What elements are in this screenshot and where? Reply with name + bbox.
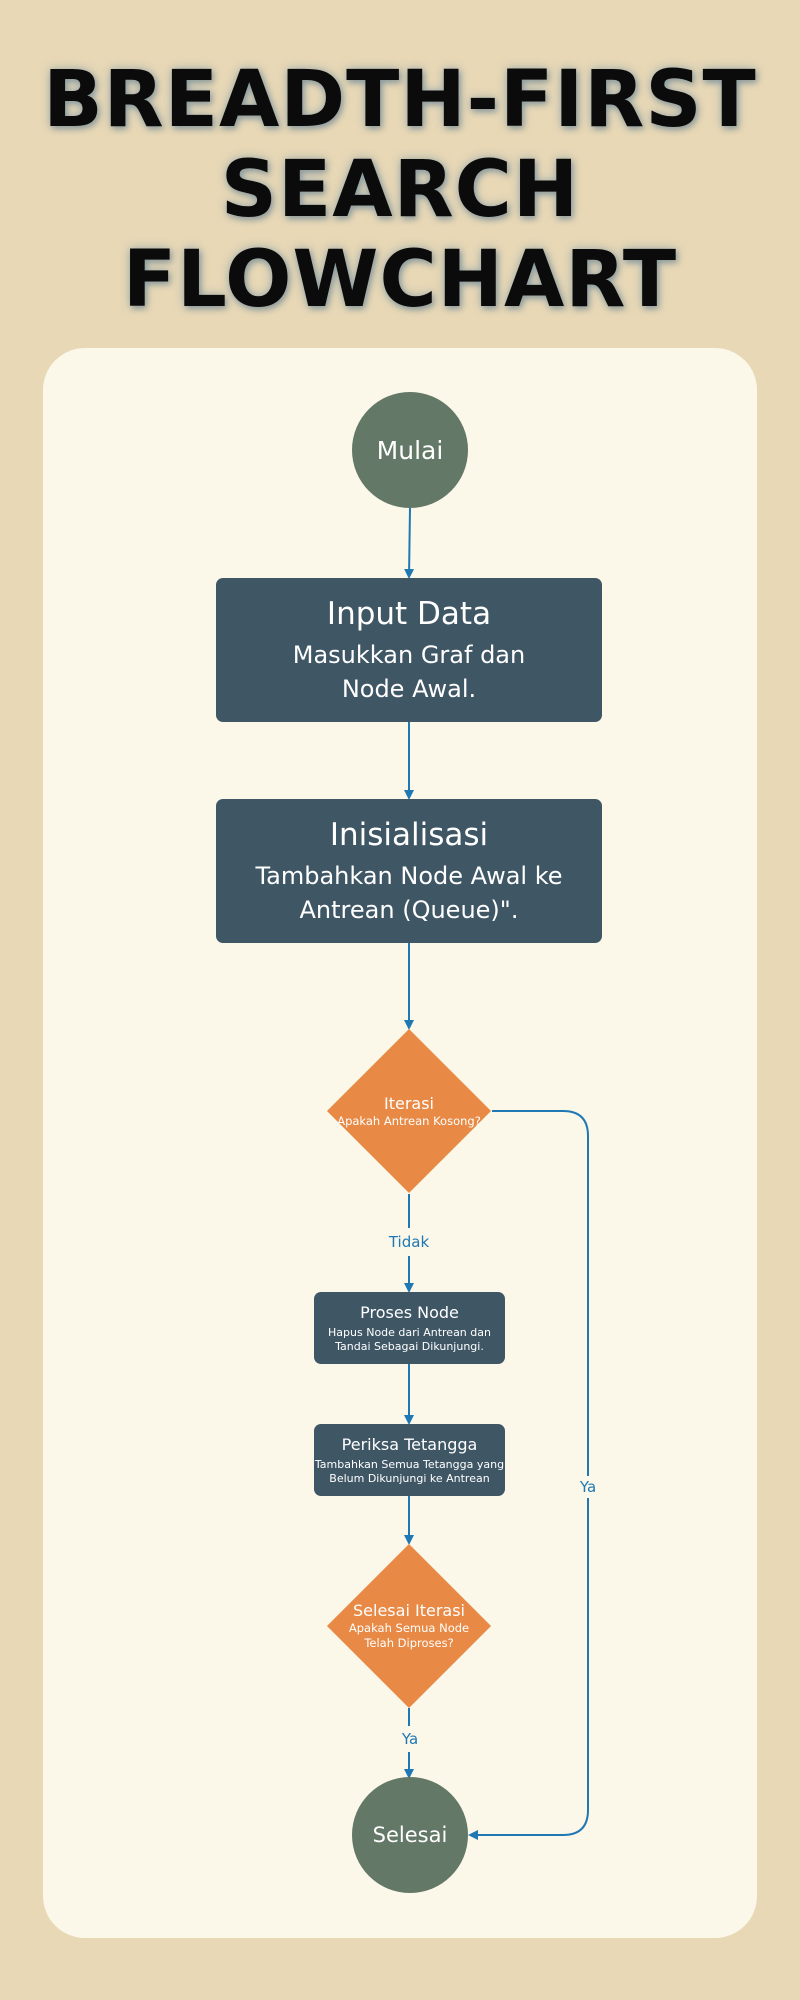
iterate-question: Apakah Antrean Kosong? xyxy=(337,1113,481,1128)
title-line-3: FLOWCHART xyxy=(122,235,678,325)
finish-check-line2: Telah Diproses? xyxy=(364,1636,454,1650)
title-line-1: BREADTH-FIRST xyxy=(43,55,757,145)
neighbors-heading: Periksa Tetangga xyxy=(341,1434,478,1454)
end-label: Selesai xyxy=(372,1823,448,1847)
finish-check-decision: Selesai Iterasi Apakah Semua Node Telah … xyxy=(325,1543,493,1709)
process-desc-line1: Hapus Node dari Antrean dan xyxy=(328,1325,491,1339)
page-title: BREADTH-FIRST SEARCH FLOWCHART xyxy=(0,55,800,325)
input-data-desc-line2: Node Awal. xyxy=(341,675,477,703)
finish-check-heading: Selesai Iterasi xyxy=(353,1601,465,1620)
neighbors-description: Tambahkan Semua Tetangga yang Belum Diku… xyxy=(315,1458,504,1486)
process-node-heading: Proses Node xyxy=(360,1302,459,1322)
end-node: Selesai xyxy=(352,1777,468,1893)
start-label: Mulai xyxy=(376,435,444,465)
arrow-iterate-yes-to-end xyxy=(468,1110,589,1840)
finish-check-line1: Apakah Semua Node xyxy=(348,1621,470,1635)
process-node-description: Hapus Node dari Antrean dan Tandai Sebag… xyxy=(328,1326,491,1354)
start-node: Mulai xyxy=(352,392,468,508)
iterate-decision: Iterasi Apakah Antrean Kosong? xyxy=(325,1028,493,1194)
finish-check-question: Apakah Semua Node Telah Diproses? xyxy=(349,1621,469,1651)
init-description: Tambahkan Node Awal ke Antrean (Queue)". xyxy=(255,859,562,927)
neighbors-desc-line2: Belum Dikunjungi ke Antrean xyxy=(329,1471,490,1485)
neighbors-desc-line1: Tambahkan Semua Tetangga yang xyxy=(314,1457,505,1471)
init-desc-line2: Antrean (Queue)". xyxy=(299,896,519,924)
title-line-2: SEARCH xyxy=(220,145,580,235)
init-desc-line1: Tambahkan Node Awal ke xyxy=(255,862,563,890)
process-desc-line2: Tandai Sebagai Dikunjungi. xyxy=(335,1339,484,1353)
init-heading: Inisialisasi xyxy=(329,817,489,853)
process-node-box: Proses Node Hapus Node dari Antrean dan … xyxy=(314,1292,505,1364)
edge-label-ya-bottom: Ya xyxy=(398,1728,422,1750)
init-box: Inisialisasi Tambahkan Node Awal ke Antr… xyxy=(216,799,602,943)
input-data-heading: Input Data xyxy=(326,596,492,632)
edge-label-ya-right: Ya xyxy=(576,1476,600,1498)
iterate-heading: Iterasi xyxy=(384,1093,434,1113)
input-data-desc-line1: Masukkan Graf dan xyxy=(292,641,526,669)
neighbors-box: Periksa Tetangga Tambahkan Semua Tetangg… xyxy=(314,1424,505,1496)
edge-label-tidak: Tidak xyxy=(385,1231,433,1253)
input-data-box: Input Data Masukkan Graf dan Node Awal. xyxy=(216,578,602,722)
input-data-description: Masukkan Graf dan Node Awal. xyxy=(293,638,525,706)
arrow-start-to-input xyxy=(404,507,415,579)
